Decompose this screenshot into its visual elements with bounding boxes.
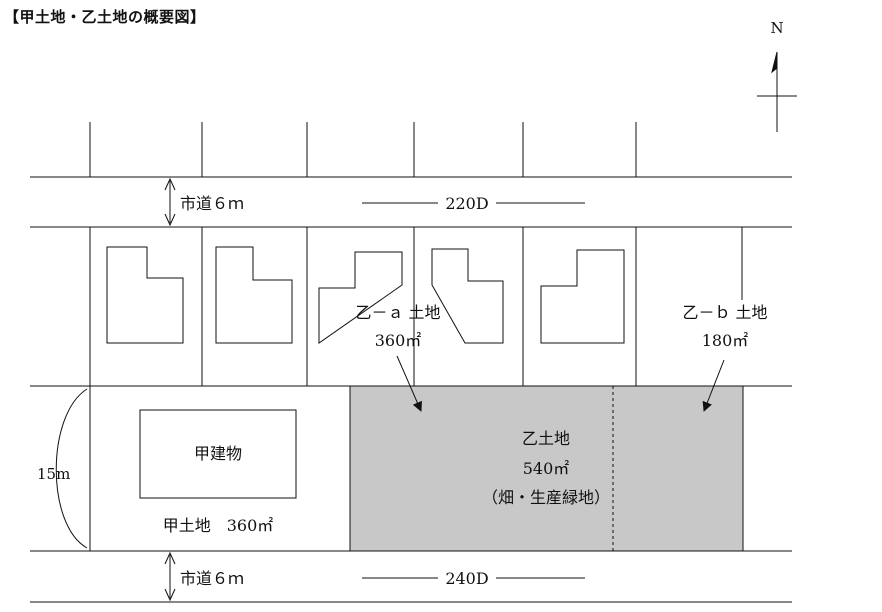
bottom-road-price: 240D: [445, 569, 488, 588]
house-footprint: [318, 251, 403, 344]
top-road-price: 220D: [445, 194, 488, 213]
bottom-road-label: 市道６ｍ: [180, 569, 244, 588]
bottom-road-lines: [30, 550, 792, 603]
land-b-note: （畑・生産緑地）: [482, 488, 610, 507]
building-a-label: 甲建物: [194, 444, 242, 463]
house-footprint: [215, 246, 293, 344]
land-b-parcel: [349, 385, 744, 552]
depth-dimension-curve: [55, 388, 88, 549]
north-label: N: [770, 19, 783, 37]
land-b-b-name: 乙－ｂ 土地: [682, 303, 767, 322]
land-b-b-area: 180㎡: [702, 331, 749, 350]
top-road-label: 市道６ｍ: [180, 194, 244, 213]
land-b-area: 540㎡: [523, 459, 570, 478]
land-b-name: 乙土地: [522, 429, 570, 448]
house-footprints: [106, 246, 625, 344]
land-b-a-pointer: [396, 355, 422, 412]
middle-lot-boundaries: [89, 227, 743, 386]
diagram-title: 【甲土地・乙土地の概要図】: [4, 8, 206, 26]
building-a: [139, 409, 297, 499]
house-footprint: [431, 248, 504, 344]
depth-label: 15m: [37, 465, 70, 483]
land-b-a-name: 乙－ａ 土地: [355, 303, 440, 322]
house-footprint: [106, 246, 184, 344]
upper-lot-boundaries: [89, 122, 637, 177]
land-b-b-pointer: [702, 359, 725, 412]
land-a-label: 甲土地 360㎡: [163, 516, 274, 535]
north-arrow-icon: [757, 51, 797, 132]
house-footprint: [540, 249, 625, 344]
land-b-a-area: 360㎡: [375, 331, 422, 350]
top-road-lines: [30, 176, 792, 228]
